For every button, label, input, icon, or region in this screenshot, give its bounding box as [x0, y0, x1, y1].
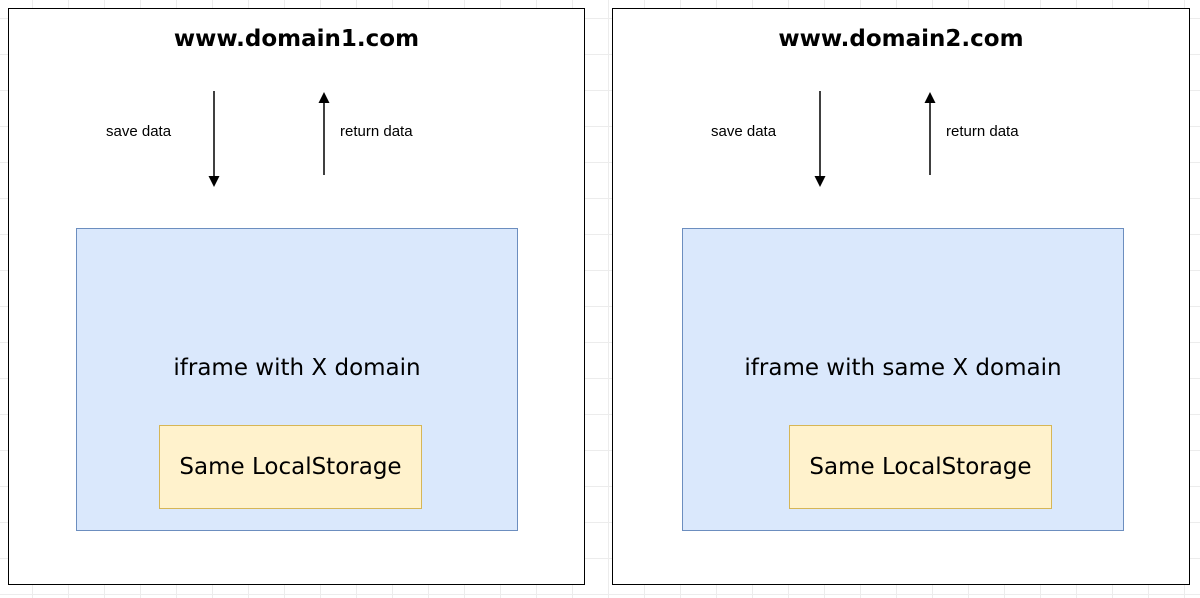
save-data-label: save data	[711, 123, 777, 140]
domain-title: www.domain2.com	[778, 26, 1024, 52]
localstorage-box: Same LocalStorage	[159, 425, 422, 509]
return-data-arrow	[924, 92, 936, 175]
domain2-container: www.domain2.com save data return data if…	[612, 8, 1190, 585]
localstorage-label: Same LocalStorage	[179, 454, 402, 480]
return-data-label: return data	[946, 123, 1019, 140]
save-data-arrow	[814, 91, 826, 187]
iframe-label: iframe with X domain	[173, 355, 421, 381]
save-data-label: save data	[106, 123, 172, 140]
iframe-box: iframe with same X domain Same LocalStor…	[682, 228, 1124, 531]
domain-title: www.domain1.com	[173, 26, 420, 52]
domain1-container: www.domain1.com save data return data if…	[8, 8, 585, 585]
iframe-label: iframe with same X domain	[744, 355, 1062, 381]
return-data-arrow	[318, 92, 330, 175]
iframe-box: iframe with X domain Same LocalStorage	[76, 228, 518, 531]
return-data-label: return data	[340, 123, 413, 140]
localstorage-box: Same LocalStorage	[789, 425, 1052, 509]
localstorage-label: Same LocalStorage	[809, 454, 1032, 480]
save-data-arrow	[208, 91, 220, 187]
